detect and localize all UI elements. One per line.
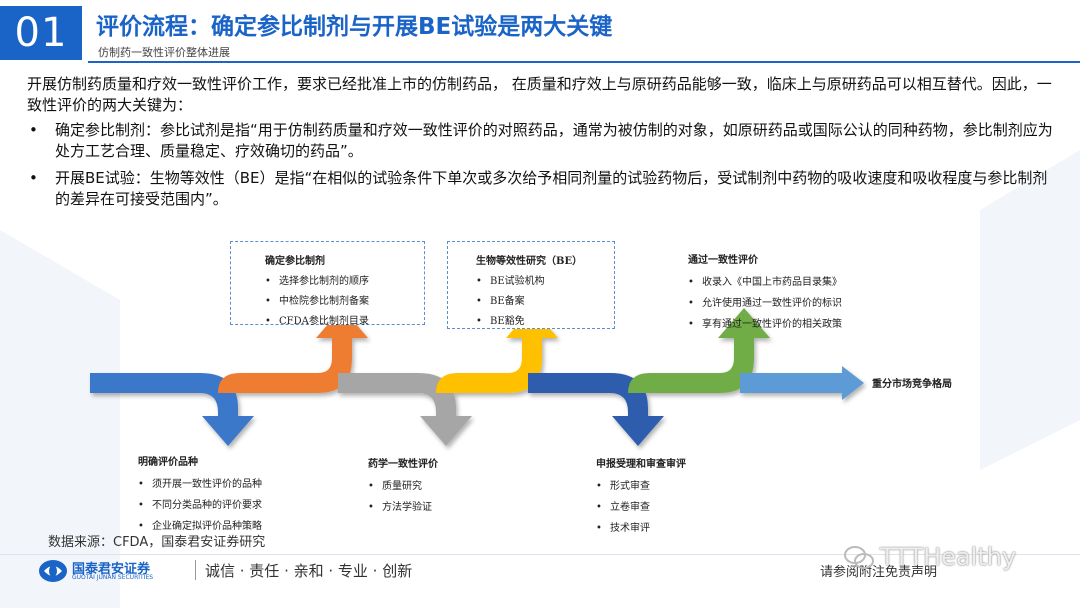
label-item: •方法学验证	[368, 502, 432, 513]
label-item: •收录入《中国上市药品目录集》	[688, 277, 842, 288]
label-item: •不同分类品种的评价要求	[138, 500, 262, 511]
intro-paragraph: 开展仿制药质量和疗效一致性评价工作，要求已经批准上市的仿制药品， 在质量和疗效上…	[27, 75, 1052, 114]
footer-divider	[0, 554, 1080, 555]
bullet-marker: •	[29, 121, 38, 139]
data-source: 数据来源：CFDA，国泰君安证券研究	[48, 535, 266, 550]
disclaimer-note: 请参阅附注免责声明	[820, 565, 938, 580]
page-title: 评价流程：确定参比制剂与开展BE试验是两大关键	[96, 14, 613, 40]
logo-name: 国泰君安证券	[72, 562, 151, 577]
label-pass-evaluation: 通过一致性评价 •收录入《中国上市药品目录集》 •允许使用通过一致性评价的标识 …	[688, 251, 842, 336]
label-item: •企业确定拟评价品种策略	[138, 521, 262, 532]
label-title: 通过一致性评价	[688, 255, 758, 266]
label-title: 申报受理和审查审评	[596, 459, 686, 470]
footer-separator	[195, 560, 196, 580]
label-identify-varieties: 明确评价品种 •须开展一致性评价的品种 •不同分类品种的评价要求 •企业确定拟评…	[138, 453, 262, 538]
box-be-study: 生物等效性研究（BE） •BE试验机构 •BE备案 •BE豁免	[447, 241, 615, 329]
page-subtitle: 仿制药一致性评价整体进展	[98, 46, 230, 59]
label-item: •质量研究	[368, 481, 422, 492]
key-point-reference-drug: • 确定参比制剂：参比试剂是指“用于仿制药质量和疗效一致性评价的对照药品，通常为…	[27, 120, 1057, 162]
logo-english-name: GUOTAI JUNAN SECURITIES	[72, 574, 154, 581]
watermark-text: TTTHealthy	[880, 543, 1017, 571]
box-item: •BE豁免	[476, 316, 525, 327]
box-item: •选择参比制剂的顺序	[265, 276, 369, 287]
box-item: •中检院参比制剂备案	[265, 296, 369, 307]
arrow-blue-down	[90, 373, 254, 446]
label-pharma-consistency: 药学一致性评价 •质量研究 •方法学验证	[368, 455, 438, 519]
key-point-text: 确定参比制剂：参比试剂是指“用于仿制药质量和疗效一致性评价的对照药品，通常为被仿…	[55, 121, 1053, 160]
section-number: 01	[0, 6, 82, 60]
label-title: 明确评价品种	[138, 457, 198, 468]
label-item: •技术审评	[596, 523, 650, 534]
box-item: •BE试验机构	[476, 276, 545, 287]
box-item: •CFDA参比制剂目录	[265, 316, 369, 327]
box-item: •BE备案	[476, 296, 525, 307]
company-slogan: 诚信 · 责任 · 亲和 · 专业 · 创新	[205, 562, 413, 580]
label-item: •形式审查	[596, 481, 650, 492]
label-item: •立卷审查	[596, 502, 650, 513]
box-title: 生物等效性研究（BE）	[476, 256, 583, 267]
title-divider	[88, 61, 1080, 63]
wechat-icon	[844, 546, 874, 569]
end-label-market: 重分市场竞争格局	[872, 379, 952, 390]
label-title: 药学一致性评价	[368, 459, 438, 470]
arrow-green-up	[628, 308, 770, 393]
key-points-list: • 确定参比制剂：参比试剂是指“用于仿制药质量和疗效一致性评价的对照药品，通常为…	[27, 120, 1057, 216]
label-application-review: 申报受理和审查审评 •形式审查 •立卷审查 •技术审评	[596, 455, 686, 540]
key-point-be-test: • 开展BE试验：生物等效性（BE）是指“在相似的试验条件下单次或多次给予相同剂…	[27, 168, 1057, 210]
company-logo: 国泰君安证券 GUOTAI JUNAN SECURITIES	[38, 558, 188, 584]
arrow-yellow-up	[436, 308, 558, 393]
label-item: •享有通过一致性评价的相关政策	[688, 319, 842, 330]
label-item: •须开展一致性评价的品种	[138, 479, 262, 490]
label-item: •允许使用通过一致性评价的标识	[688, 298, 842, 309]
arrow-final-right	[740, 366, 864, 400]
bullet-marker: •	[29, 169, 38, 187]
box-reference-drug: 确定参比制剂 •选择参比制剂的顺序 •中检院参比制剂备案 •CFDA参比制剂目录	[230, 241, 425, 327]
box-title: 确定参比制剂	[265, 256, 325, 267]
arrow-orange-up	[218, 308, 368, 393]
key-point-text: 开展BE试验：生物等效性（BE）是指“在相似的试验条件下单次或多次给予相同剂量的…	[55, 169, 1048, 208]
logo-icon	[39, 560, 67, 582]
